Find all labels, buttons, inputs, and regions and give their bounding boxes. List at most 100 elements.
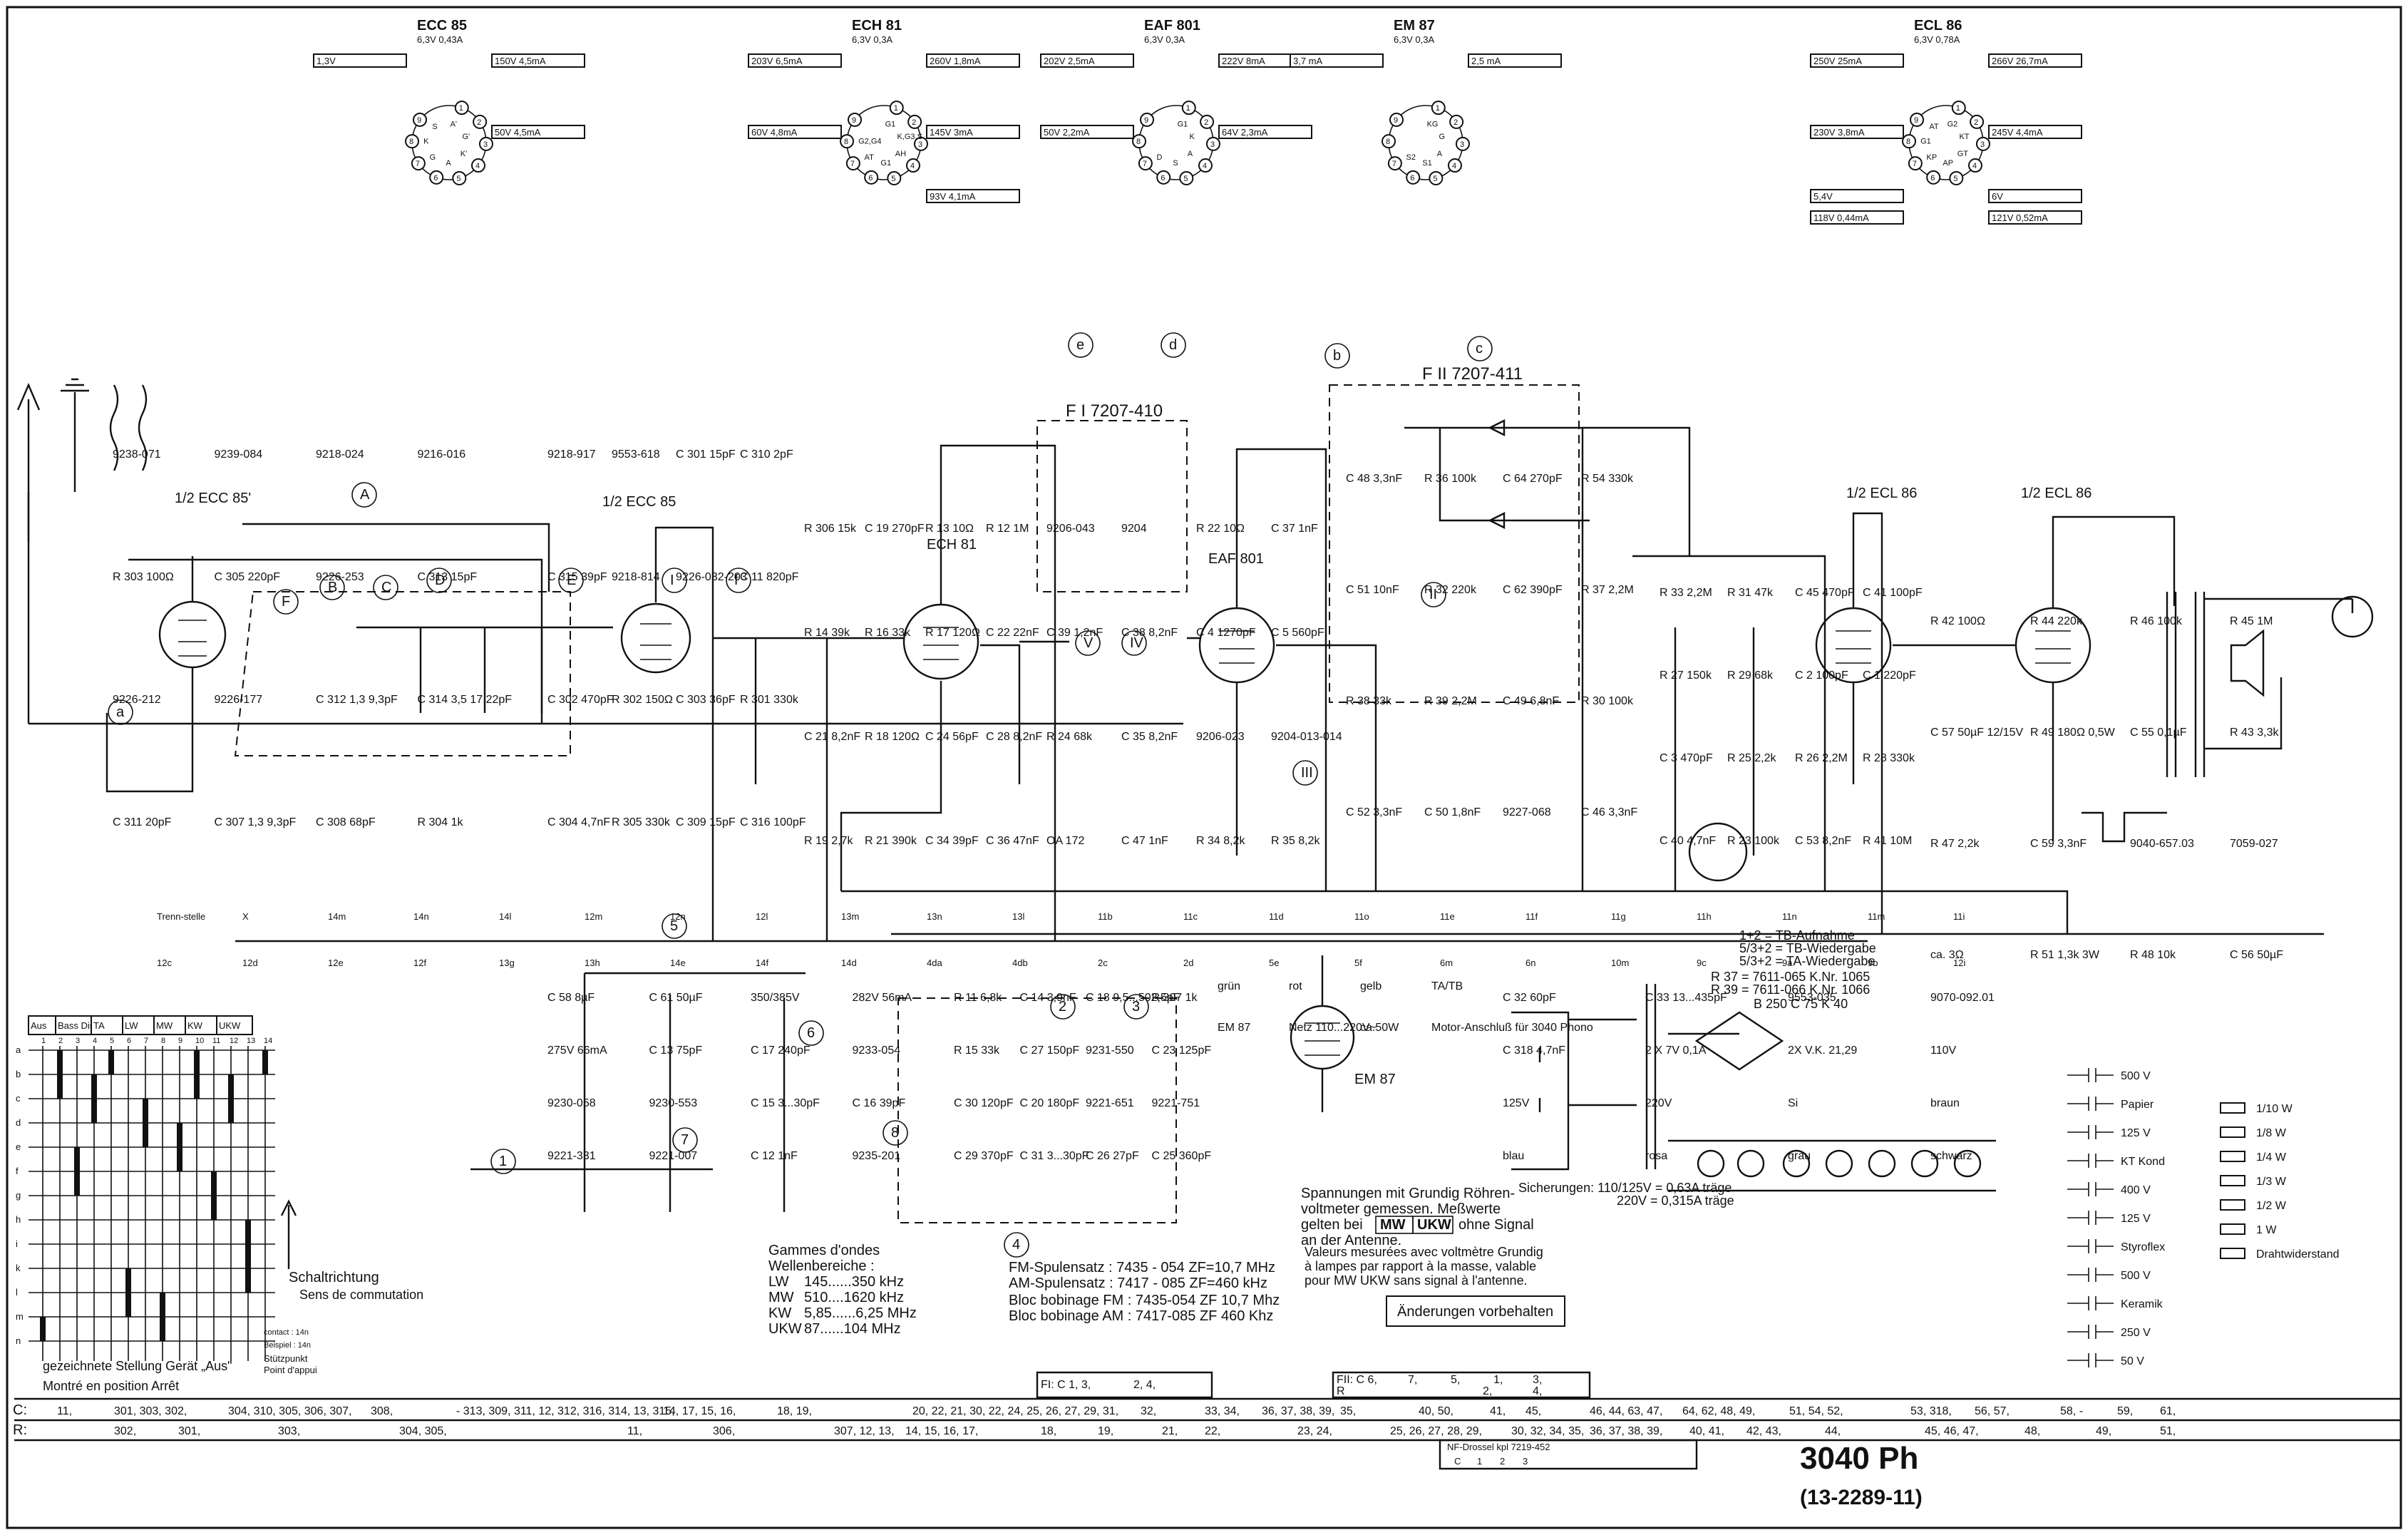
tube-pin-number: 5 (891, 175, 895, 183)
capacitor-symbol (2067, 1097, 2114, 1111)
component-label: 9218-814 (612, 571, 660, 583)
r-ref: 19, (1098, 1425, 1113, 1437)
node-label: 11b (1098, 911, 1113, 922)
circuit-marker (426, 568, 452, 593)
component-label: R 48 10k (2130, 949, 2176, 961)
circuit-marker-label: 3 (1132, 999, 1140, 1015)
component-label: R 54 330k (1581, 473, 1634, 485)
component-label: C 29 370pF (954, 1150, 1014, 1162)
component-label: R 43 3,3k (2230, 727, 2279, 739)
tube-electrode: G1 (1178, 120, 1188, 129)
component-label: 9204 (1121, 523, 1147, 535)
component-label: R 305 330k (612, 816, 671, 828)
component-label: 9230-553 (649, 1097, 698, 1109)
c-ref: 20, 22, 21, 30, 22, 24, 25, 26, 27, 29, … (912, 1405, 1118, 1417)
switch-contact (74, 1147, 80, 1196)
resistor-rating: 1/4 W (2256, 1151, 2287, 1164)
component-label: R 16 33k (865, 627, 911, 639)
c-ref: 61, (2160, 1405, 2176, 1417)
note-de-ukw: UKW (1417, 1217, 1451, 1233)
component-label: OA 172 (1046, 835, 1084, 847)
tube-pin (1156, 170, 1171, 185)
c-ref: 18, 19, (777, 1405, 812, 1417)
capacitor-symbol (2067, 1296, 2114, 1310)
node-label: 14e (670, 958, 686, 968)
capacitor-type: 50 V (2121, 1355, 2144, 1367)
tube-pin (913, 136, 928, 151)
note-de-1: Spannungen mit Grundig Röhren- (1301, 1186, 1515, 1201)
component-label: C 11 820pF (740, 571, 799, 583)
r-ref: 304, 305, (399, 1425, 447, 1437)
tube-pin-number: 7 (850, 160, 855, 168)
switch-header: MW (156, 1020, 173, 1031)
capacitor-type: Keramik (2121, 1298, 2163, 1310)
node-label: 4da (927, 958, 942, 968)
resistor-symbol (2220, 1175, 2245, 1186)
c-ref: 40, 50, (1419, 1405, 1453, 1417)
component-label: 9553-618 (612, 448, 660, 461)
tube-pin-number: 1 (1956, 104, 1960, 113)
switch-contact (160, 1293, 165, 1341)
component-label: C 35 8,2nF (1121, 731, 1178, 743)
component-label: C 30 120pF (954, 1097, 1014, 1109)
component-label: R 28 330k (1863, 752, 1915, 764)
voltage-value: 203V 6,5mA (751, 56, 803, 66)
voltage-value: 250V 25mA (1813, 56, 1862, 66)
circuit-marker (662, 568, 687, 593)
voltage-box (1810, 210, 1904, 225)
tube-name: ECL 86 (1914, 18, 1962, 34)
component-label: C 2 100pF (1795, 669, 1848, 682)
resistor-symbol (2220, 1199, 2245, 1211)
switch-row: h (16, 1214, 21, 1225)
component-label: R 24 68k (1046, 731, 1093, 743)
circuit-marker-label: III (1301, 765, 1313, 781)
circuit-marker (1421, 582, 1446, 607)
switch-col: 14 (264, 1037, 272, 1045)
switch-header-cell (185, 1015, 217, 1035)
voltage-value: 60V 4,8mA (751, 127, 798, 138)
r-ref: 303, (278, 1425, 300, 1437)
component-label: R 304 1k (418, 816, 464, 828)
circuit-marker (1050, 994, 1076, 1020)
tube-electrode: G2,G4 (858, 138, 881, 146)
component-label: C 305 220pF (215, 571, 281, 583)
tube-pin (1179, 170, 1194, 185)
component-label: R 29 68k (1727, 669, 1774, 682)
switch-col: 8 (161, 1037, 165, 1045)
tube-electrode: AH (895, 150, 906, 158)
component-label: Netz 110...220V~ (1289, 1022, 1377, 1034)
voltage-value: 2,5 mA (1471, 56, 1501, 66)
circuit-marker (319, 575, 345, 600)
voltage-value: 260V 1,8mA (930, 56, 981, 66)
capacitor-type: 400 V (2121, 1184, 2151, 1196)
tube-pin-number: 8 (1136, 138, 1141, 146)
component-label: C 22 22nF (986, 627, 1039, 639)
filter-ref: 4, (1533, 1385, 1542, 1397)
node-label: 13g (499, 958, 515, 968)
component-label: C 40 4,7nF (1660, 835, 1716, 847)
tube-pin (454, 101, 469, 115)
note-de-5: an der Antenne. (1301, 1233, 1401, 1248)
component-label: R 42 100Ω (1930, 615, 1985, 627)
c-ref: 308, (371, 1405, 393, 1417)
tube-pin (840, 134, 855, 149)
component-label: R 26 2,2M (1795, 752, 1848, 764)
circuit-marker-label: I (670, 573, 674, 588)
stage-label: EAF 801 (1208, 551, 1264, 567)
switch-row: a (16, 1044, 21, 1055)
component-label: 220V (1645, 1097, 1672, 1109)
switch-col: 12 (230, 1037, 238, 1045)
circuit-marker-label: e (1076, 337, 1084, 353)
switch-header-cell (55, 1015, 92, 1035)
circuit-marker-label: IV (1130, 635, 1144, 651)
tube-pin-number: 7 (1913, 160, 1917, 168)
switch-col: 6 (127, 1037, 131, 1045)
capacitor-type: 500 V (2121, 1270, 2151, 1282)
tube-electrode: S1 (1422, 159, 1431, 168)
changes-reserved: Änderungen vorbehalten (1397, 1304, 1553, 1320)
component-label: 9231-550 (1086, 1044, 1134, 1057)
tube-pin (907, 114, 922, 129)
waveband-mw-range: 510....1620 kHz (804, 1290, 904, 1305)
switch-contact (125, 1268, 131, 1317)
